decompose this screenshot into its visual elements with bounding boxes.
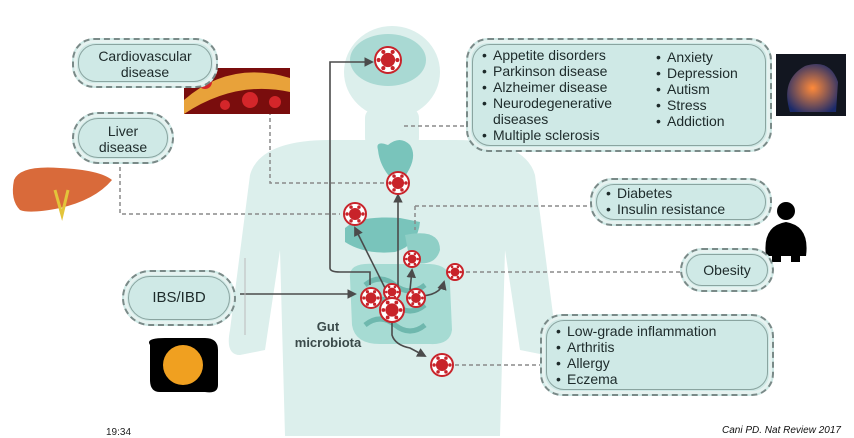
list-item: Multiple sclerosis [482,127,612,143]
inflammation-list: Low-grade inflammation Arthritis Allergy… [556,323,716,387]
brain-disorders-list-right: Anxiety Depression Autism Stress Addicti… [656,49,738,129]
list-item: Neurodegenerative [482,95,612,111]
cardiovascular-box: Cardiovascular disease [72,38,218,88]
list-item: Addiction [656,113,738,129]
list-item: Insulin resistance [606,201,725,217]
list-item: Alzheimer disease [482,79,612,95]
brain-disorders-list-left: Appetite disorders Parkinson disease Alz… [482,47,612,143]
cardio-label-line1: Cardiovascular [98,48,192,64]
liver-label-line2: disease [98,139,148,155]
liver-box: Liver disease [72,112,174,164]
list-item-text: diseases [493,111,549,127]
list-item: Autism [656,81,738,97]
microbiota-node [403,250,421,268]
ibd-label: IBS/IBD [152,289,206,306]
microbiota-node [379,297,405,323]
microbiota-node [446,263,464,281]
microbiota-node [430,353,454,377]
list-item: Low-grade inflammation [556,323,716,339]
gut-label-line2: microbiota [294,335,362,350]
intestine-image [149,338,218,393]
obesity-box: Obesity [680,248,774,292]
microbiota-node [386,171,410,195]
list-item: Diabetes [606,185,725,201]
brain-gears-image [776,54,846,116]
obese-person-icon [765,202,807,262]
list-item: Depression [656,65,738,81]
blood-vessel-image [184,68,290,114]
timestamp: 19:34 [106,427,132,438]
microbiota-node [374,46,402,74]
microbiota-node [406,288,426,308]
citation: Cani PD. Nat Review 2017 [722,425,841,436]
dashed-connectors [119,90,680,366]
list-item: Appetite disorders [482,47,612,63]
list-item: Anxiety [656,49,738,65]
microbiota-node [343,202,367,226]
liver-label-line1: Liver [107,123,139,139]
list-item: Allergy [556,355,716,371]
metabolic-box: Diabetes Insulin resistance [590,178,772,226]
list-item-continued: diseases [482,111,612,127]
obesity-label: Obesity [703,262,751,278]
brain-disorders-box: Appetite disorders Parkinson disease Alz… [466,38,772,152]
metabolic-list: Diabetes Insulin resistance [606,185,725,217]
list-item: Parkinson disease [482,63,612,79]
list-item: Stress [656,97,738,113]
gut-label-line1: Gut [316,319,340,334]
inflammation-box: Low-grade inflammation Arthritis Allergy… [540,314,774,396]
ibd-box: IBS/IBD [122,270,236,326]
list-item: Arthritis [556,339,716,355]
microbiota-node [360,287,382,309]
list-item: Eczema [556,371,716,387]
liver-image [12,167,113,221]
microbiota-nodes [343,46,464,377]
gut-microbiota-label: Gut microbiota [292,319,364,351]
cardio-label-line2: disease [120,64,170,80]
